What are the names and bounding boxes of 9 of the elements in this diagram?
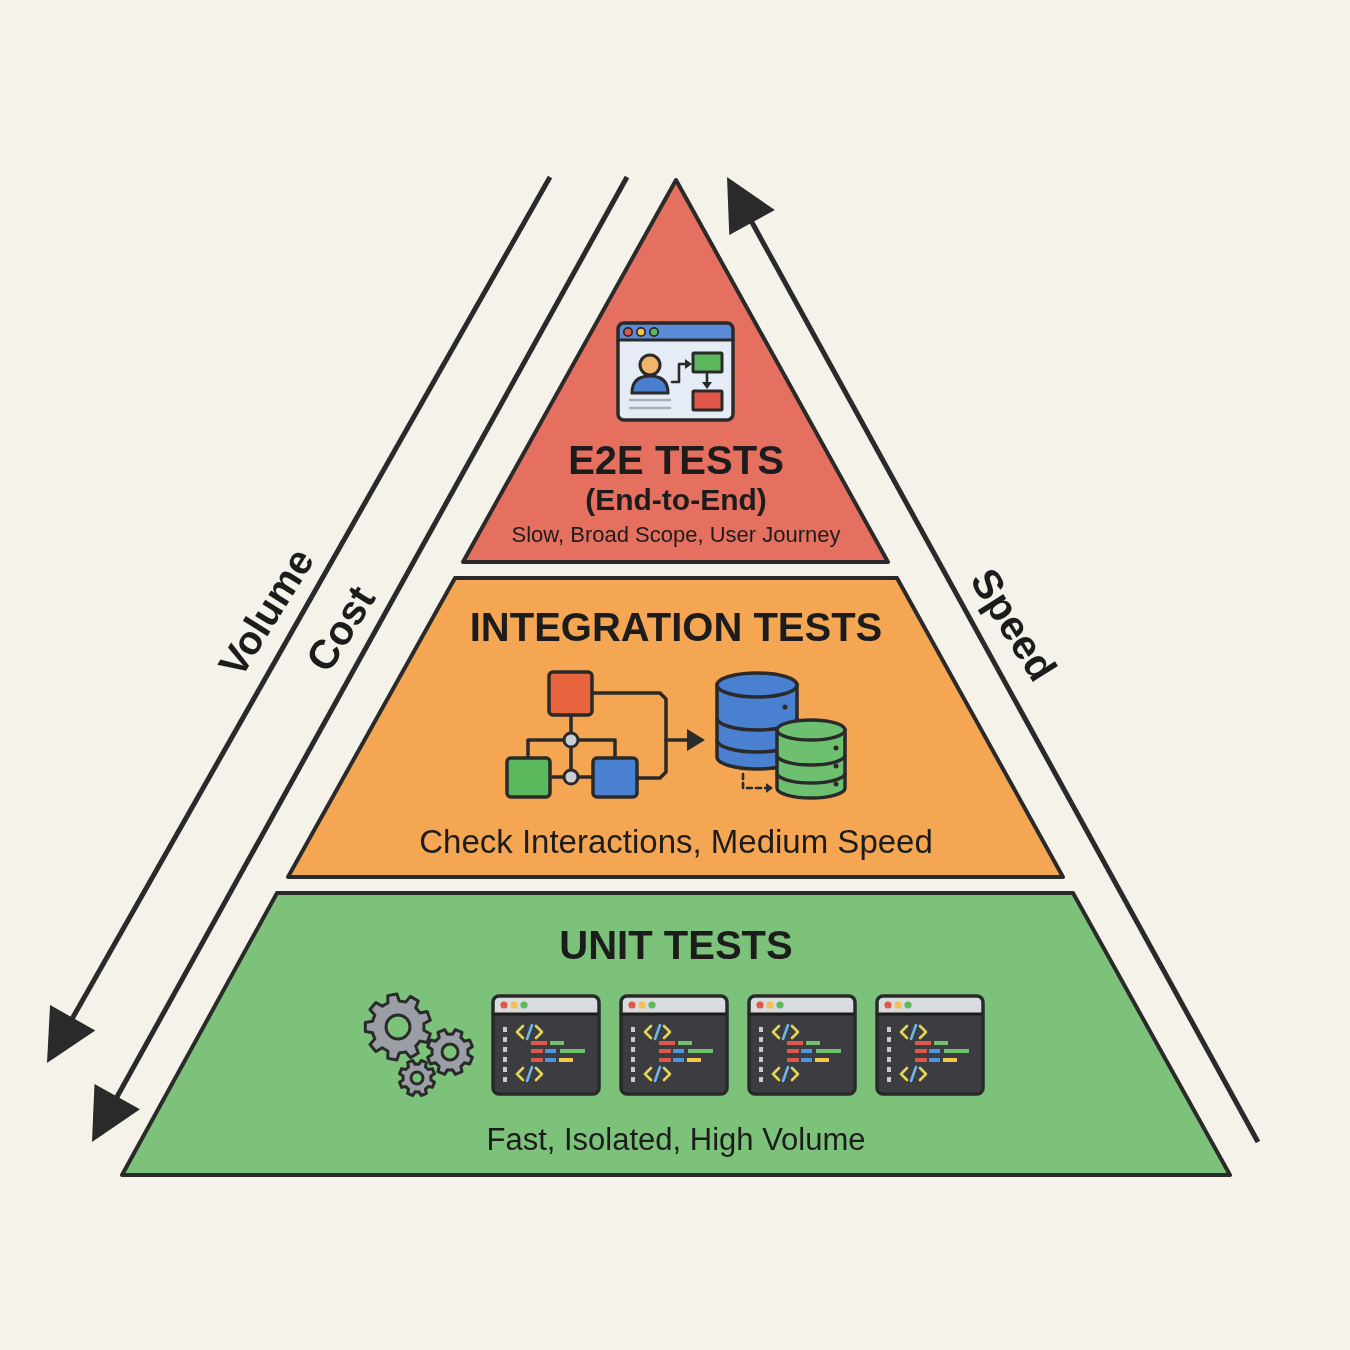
tier-title: E2E TESTS bbox=[568, 437, 784, 483]
tier-title: UNIT TESTS bbox=[559, 922, 793, 968]
pyramid-tier bbox=[460, 177, 891, 565]
tier-description: Fast, Isolated, High Volume bbox=[486, 1122, 866, 1158]
tier-description: Check Interactions, Medium Speed bbox=[419, 823, 933, 861]
tier-title: INTEGRATION TESTS bbox=[469, 604, 883, 650]
pyramid-tier bbox=[119, 890, 1233, 1178]
tier-subtitle: (End-to-End) bbox=[585, 482, 767, 518]
tier-description: Slow, Broad Scope, User Journey bbox=[511, 522, 841, 548]
